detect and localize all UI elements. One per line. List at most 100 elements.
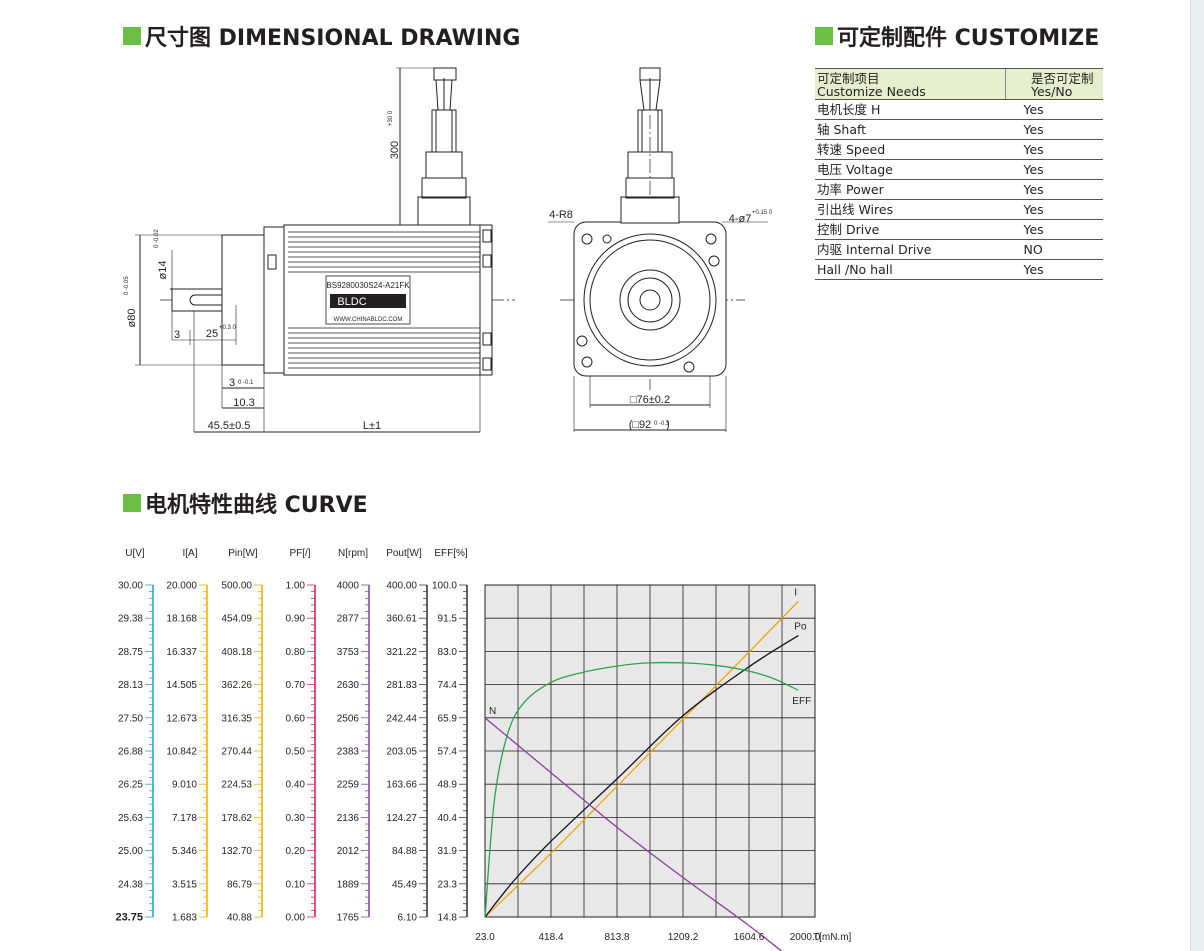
scale-unit-label: Pout[W] [386,548,422,559]
scale-tick-label: 14.505 [166,680,197,691]
x-tick-label: 2000.0 [790,932,821,943]
series-label-eff: EFF [792,696,811,707]
scale-tick-label: 203.05 [386,747,417,758]
scale-tick-label: 178.62 [221,813,252,824]
scale-tick-label: 28.13 [118,680,143,691]
scale-tick-label: 10.842 [166,747,197,758]
right-edge-bar [1190,0,1204,951]
green-square-icon [815,27,833,45]
scale-tick-label: 16.337 [166,647,197,658]
scales-layer: U[V]30.0029.3828.7528.1327.5026.8826.252… [115,548,467,924]
scale-tick-label: 224.53 [221,780,252,791]
scale-tick-label: 1.683 [172,913,197,924]
dim-cable-tol: +30 0 [388,110,394,126]
scale-tick-label: 321.22 [386,647,417,658]
scale-tick-label: 18.168 [166,614,197,625]
dim-square: (□92 [629,419,652,431]
header-col-yesno: 是否可定制 Yes/No [1005,68,1103,100]
scale-tick-label: 23.75 [115,912,143,924]
scale-tick-label: 83.0 [438,647,458,658]
dim-square-tol: 0 -0.3 [654,421,670,427]
scale-tick-label: 400.00 [386,581,417,592]
scale-tick-label: 14.8 [438,913,458,924]
dim-flange-step-tol: 0 -0.1 [238,380,254,386]
scale-tick-label: 270.44 [221,747,252,758]
dim-key-offset: 3 [174,329,180,341]
scale-tick-label: 57.4 [438,747,458,758]
scale-unit-label: EFF[%] [434,548,468,559]
scale-tick-label: 2259 [337,780,360,791]
dim-shaft-dia: ø14 [157,261,169,280]
scale-tick-label: 29.38 [118,614,143,625]
scale-tick-label: 0.30 [286,813,306,824]
scale-tick-label: 0.90 [286,614,306,625]
scale-tick-label: 132.70 [221,846,252,857]
scale-unit-label: I[A] [182,548,197,559]
scale-tick-label: 45.49 [392,879,417,890]
scale-tick-label: 2383 [337,747,360,758]
series-label-po: Po [794,622,807,633]
scale-tick-label: 40.88 [227,913,252,924]
scale-tick-label: 163.66 [386,780,417,791]
customize-title: 可定制配件 CUSTOMIZE [815,20,1099,52]
scale-tick-label: 26.88 [118,747,143,758]
scale-tick-label: 3753 [337,647,360,658]
scale-tick-label: 6.10 [398,913,418,924]
dim-key-length: 25 [206,328,218,340]
green-square-icon [123,494,141,512]
scale-tick-label: 26.25 [118,780,143,791]
scale-tick-label: 242.44 [386,713,417,724]
scale-tick-label: 281.83 [386,680,417,691]
series-line-i [484,600,799,918]
dim-cable-length: 300 [389,141,401,159]
scale-tick-label: 0.70 [286,680,306,691]
nameplate-model: BS9280030S24-A21FK [326,281,410,290]
scale-tick-label: 74.4 [438,680,458,691]
dim-flange-dia: ø80 [126,309,138,328]
scale-tick-label: 28.75 [118,647,143,658]
dim-flange-thick: 10.3 [233,397,254,409]
scale-tick-label: 2012 [337,846,360,857]
dimensional-drawing-title: 尺寸图 DIMENSIONAL DRAWING [123,20,520,52]
dim-holes: 4-ø7 [729,213,752,225]
scale-tick-label: 316.35 [221,713,252,724]
curve-title: 电机特性曲线 CURVE [123,487,368,519]
scale-tick-label: 360.61 [386,614,417,625]
scale-tick-label: 86.79 [227,879,252,890]
dim-shaft-length: 45.5±0.5 [208,420,251,432]
dim-body-length: L±1 [363,420,381,432]
dim-pilot: □76±0.2 [630,394,670,406]
scale-tick-label: 23.3 [438,879,458,890]
scale-tick-label: 24.38 [118,879,143,890]
x-tick-label: 23.0 [475,932,495,943]
scale-tick-label: 30.00 [118,581,143,592]
scale-tick-label: 5.346 [172,846,197,857]
scale-tick-label: 2877 [337,614,360,625]
scale-tick-label: 48.9 [438,780,458,791]
dim-flange-dia-tol: 0 -0.05 [124,276,130,295]
scale-tick-label: 20.000 [166,581,197,592]
nameplate-brand: BLDC [337,296,366,308]
series-line-n [484,717,783,951]
scale-tick-label: 2506 [337,713,360,724]
scale-tick-label: 500.00 [221,581,252,592]
scale-tick-label: 65.9 [438,713,458,724]
scale-tick-label: 12.673 [166,713,197,724]
scale-tick-label: 0.10 [286,879,306,890]
dim-holes-tol: +0.15 0 [752,210,773,216]
series-label-n: N [489,706,496,717]
dim-flange-step: 3 [229,377,235,389]
scale-tick-label: 0.40 [286,780,306,791]
scale-tick-label: 25.00 [118,846,143,857]
dim-square-close: ) [666,419,670,431]
